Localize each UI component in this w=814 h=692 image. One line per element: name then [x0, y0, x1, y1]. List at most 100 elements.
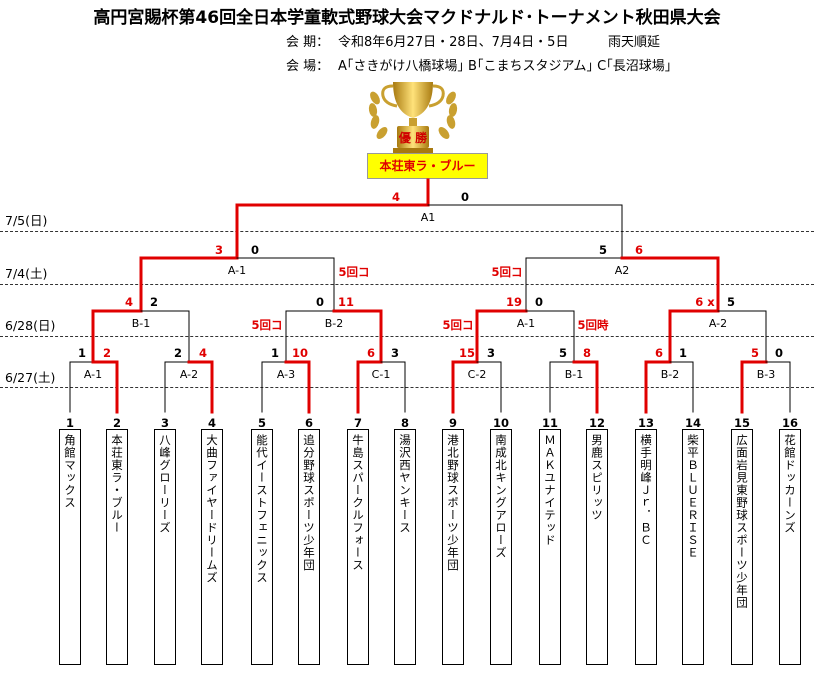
r1-5-right-path	[476, 361, 502, 413]
qf4-left-path	[668, 309, 720, 364]
match-label-qf3: A-1	[516, 317, 536, 330]
r1-2-right-path	[187, 360, 214, 414]
team-number: 1	[65, 416, 74, 430]
match-label-qf4: A-2	[708, 317, 728, 330]
score-r1-5-left: 15	[458, 346, 475, 360]
match-label-semi-right: A2	[614, 264, 630, 277]
r1-5-left-path	[451, 360, 479, 414]
match-label-r1-7: B-2	[660, 368, 680, 381]
period-label: 会 期：	[286, 35, 330, 50]
team-name: 角館マックス	[63, 434, 77, 509]
team-number: 12	[588, 416, 605, 430]
score-final-right: 0	[460, 190, 469, 204]
team-number: 3	[160, 416, 169, 430]
semi-left-left-path	[139, 256, 239, 313]
team-name: 花館ドッカーンズ	[783, 434, 797, 534]
team-number: 9	[448, 416, 457, 430]
score-r1-7-left: 6	[654, 346, 663, 360]
team-number: 15	[733, 416, 750, 430]
r1-1-left-path	[69, 361, 94, 413]
qf2-left-path	[285, 310, 335, 363]
date-semi: 7/4(土)	[5, 266, 48, 281]
team-name: 追分野球スポーツ少年団	[302, 434, 316, 572]
team-name: 横手明峰Ｊｒ．ＢＣ	[639, 434, 653, 547]
r1-6-left-path	[549, 361, 575, 413]
match-label-r1-6: B-1	[564, 368, 584, 381]
score-semi-left-left: 3	[214, 243, 223, 257]
score-r1-3-left: 1	[270, 346, 279, 360]
score-r1-1-left: 1	[77, 346, 86, 360]
team-number: 11	[541, 416, 558, 430]
r1-6-right-path	[572, 360, 599, 414]
team-name: 柴平ＢＬＵＥＲＩＳＥ	[686, 434, 700, 559]
note-qf2: 5回コ	[251, 318, 283, 332]
team-box: 能代イーストフェニックス	[251, 429, 273, 665]
row-divider	[0, 231, 814, 232]
score-r1-8-right: 0	[774, 346, 783, 360]
team-box: 追分野球スポーツ少年団	[298, 429, 320, 665]
match-label-qf1: B-1	[131, 317, 151, 330]
score-qf1-right: 2	[149, 295, 158, 309]
team-number: 7	[353, 416, 362, 430]
qf2-right-path	[332, 309, 383, 364]
score-r1-6-right: 8	[582, 346, 591, 360]
team-number: 13	[637, 416, 654, 430]
team-box: 角館マックス	[59, 429, 81, 665]
date-final: 7/5(日)	[5, 213, 48, 228]
team-number: 2	[112, 416, 121, 430]
score-qf3-left: 19	[505, 295, 522, 309]
team-box: 南成北キングアローズ	[490, 429, 512, 665]
team-number: 16	[781, 416, 798, 430]
score-r1-4-right: 3	[390, 346, 399, 360]
score-r1-2-left: 2	[173, 346, 182, 360]
score-r1-5-right: 3	[486, 346, 495, 360]
team-box: 柴平ＢＬＵＥＲＩＳＥ	[682, 429, 704, 665]
team-name: 港北野球スポーツ少年団	[446, 434, 460, 572]
team-number: 8	[400, 416, 409, 430]
r1-3-right-path	[284, 360, 311, 414]
qf3-left-path	[475, 309, 528, 364]
score-qf2-left: 0	[315, 295, 324, 309]
match-label-r1-8: B-3	[756, 368, 776, 381]
team-box: 広面岩見東野球スポーツ少年団	[731, 429, 753, 665]
team-name: 男鹿スピリッツ	[590, 434, 604, 522]
score-qf4-right: 5	[726, 295, 735, 309]
period-value: 令和8年6月27日・28日、7月4日・5日	[338, 35, 569, 50]
team-box: 港北野球スポーツ少年団	[442, 429, 464, 665]
team-box: ＭＡＫユナイテッド	[539, 429, 561, 665]
r1-4-left-path	[356, 360, 383, 414]
score-semi-left-right: 0	[250, 243, 259, 257]
score-final-left: 4	[391, 190, 400, 204]
r1-1-right-path	[91, 360, 119, 414]
venue-label: 会 場：	[286, 59, 330, 74]
match-label-qf2: B-2	[324, 317, 344, 330]
team-number: 10	[492, 416, 509, 430]
note-semi-left: 5回コ	[338, 265, 370, 279]
score-r1-1-right: 2	[102, 346, 111, 360]
semi-right-right-path	[620, 256, 720, 313]
team-name: 大曲ファイヤードリームズ	[205, 434, 219, 584]
team-box: 横手明峰Ｊｒ．ＢＣ	[635, 429, 657, 665]
r1-8-left-path	[740, 360, 768, 414]
team-box: 花館ドッカーンズ	[779, 429, 801, 665]
row-divider	[0, 336, 814, 337]
row-divider	[0, 284, 814, 285]
final-left-path	[235, 203, 430, 260]
note-semi-right: 5回コ	[491, 265, 523, 279]
score-qf4-left: 6 x	[695, 295, 715, 309]
team-name: 湯沢西ヤンキース	[398, 434, 412, 534]
team-name: 牛島スパークルフォース	[351, 434, 365, 572]
r1-8-right-path	[765, 361, 791, 413]
semi-left-right-path	[236, 257, 335, 312]
match-label-r1-4: C-1	[371, 368, 391, 381]
match-label-r1-2: A-2	[179, 368, 199, 381]
venue-value: A｢さきがけ八橋球場｣ B｢こまちスタジアム｣ C｢長沼球場｣	[338, 59, 672, 74]
r1-3-left-path	[261, 361, 287, 413]
final-right-path	[427, 204, 623, 259]
page-title: 高円宮賜杯第46回全日本学童軟式野球大会マクドナルド･トーナメント秋田県大会	[93, 8, 721, 28]
team-number: 6	[304, 416, 313, 430]
score-r1-2-right: 4	[198, 346, 207, 360]
trophy-icon: 優 勝	[368, 82, 458, 153]
r1-2-left-path	[164, 361, 190, 413]
